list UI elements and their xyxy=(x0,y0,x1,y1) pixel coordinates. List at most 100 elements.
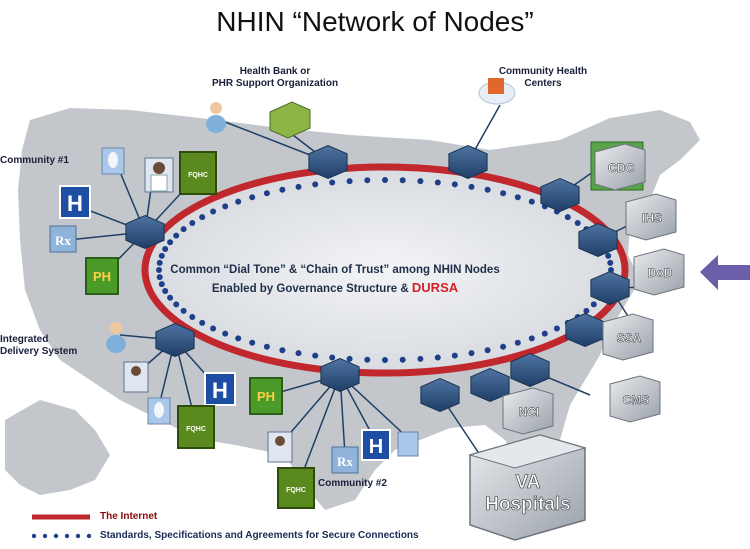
va-hospitals-building: VA Hospitals xyxy=(468,434,587,541)
secure-link-dot xyxy=(553,325,560,332)
agency-label: DoD xyxy=(648,266,673,280)
dursa-label: DURSA xyxy=(411,280,459,295)
legend-dot xyxy=(31,533,37,539)
person-icon xyxy=(106,335,126,353)
secure-link-dot xyxy=(528,335,535,342)
center-caption-line1: Common “Dial Tone” & “Chain of Trust” am… xyxy=(170,264,500,276)
secure-link-dot xyxy=(605,252,612,259)
legend-dot xyxy=(42,533,48,539)
secure-link-dot xyxy=(364,177,371,184)
secure-link-dot xyxy=(528,198,535,205)
hospital-icon-letter: H xyxy=(67,191,83,216)
fqhc-icon-label: FQHC xyxy=(186,426,206,433)
pharmacy-icon-label: PH xyxy=(257,389,275,404)
secure-link-dot xyxy=(417,178,424,185)
community2-icons: PH FQHC Rx H xyxy=(249,377,419,509)
doctor-icon-head xyxy=(131,366,141,376)
agency-label: IHS xyxy=(642,211,662,225)
center-caption-line2: Enabled by Governance Structure & DURSA xyxy=(160,279,510,298)
hospital-icon xyxy=(361,429,391,461)
secure-link-dot xyxy=(210,208,217,215)
xray-icon-bone xyxy=(108,152,118,168)
hospital-icon xyxy=(204,372,236,406)
hospital-icon-letter: H xyxy=(369,436,383,458)
secure-link-dot xyxy=(514,339,521,346)
legend-dot xyxy=(64,533,70,539)
top-icons xyxy=(206,78,516,139)
secure-link-dot xyxy=(564,214,571,221)
secure-link-dot xyxy=(279,186,286,193)
ids-icons: H FQHC xyxy=(106,322,236,449)
secure-link-dot xyxy=(399,356,406,363)
secure-link-dot xyxy=(382,177,388,183)
secure-link-dot xyxy=(500,190,507,197)
secure-link-dot xyxy=(364,356,371,363)
secure-link-dot xyxy=(574,220,581,226)
agency-building-cms: CMS xyxy=(609,375,661,423)
secure-link-dot xyxy=(295,350,302,357)
agency-building-cdc: CDC xyxy=(590,141,646,191)
nhin-node-hexagon xyxy=(578,222,618,258)
alaska-shape xyxy=(5,400,110,495)
fqhc-icon-label: FQHC xyxy=(188,172,208,179)
pharmacy-icon xyxy=(85,257,119,295)
agency-buildings: CDC IHS DoD SSA CMS NCI xyxy=(502,141,685,435)
secure-link-dot xyxy=(173,232,180,239)
rx-icon xyxy=(49,225,77,253)
fqhc-icon xyxy=(177,405,215,449)
legend-standards-dots xyxy=(31,533,92,539)
secure-link-dot xyxy=(158,252,165,259)
pharmacy-icon-label: PH xyxy=(93,269,111,284)
community1-label: Community #1 xyxy=(0,155,69,166)
nhin-node-hexagon xyxy=(320,357,360,393)
secure-link-dot xyxy=(434,354,441,361)
secure-link-dot xyxy=(279,347,286,354)
secure-link-dot xyxy=(468,183,475,190)
va-label-line2: Hospitals xyxy=(485,494,571,515)
doctor-icon-head xyxy=(153,162,165,174)
secure-link-dot xyxy=(382,357,388,363)
nhin-node-hexagon xyxy=(540,177,580,213)
doctor-icon-head xyxy=(275,436,285,446)
agency-building-ssa: SSA xyxy=(602,313,654,361)
clinic-building-icon xyxy=(488,78,504,94)
secure-link-dot xyxy=(249,339,256,346)
person-icon-head xyxy=(210,102,222,114)
center-caption-line2-text: Enabled by Governance Structure & xyxy=(211,283,409,295)
secure-link-dot xyxy=(158,281,165,288)
rx-icon xyxy=(331,446,359,474)
agency-label: NCI xyxy=(519,405,540,419)
agency-building-nci: NCI xyxy=(502,387,554,435)
secure-link-dot xyxy=(399,177,406,184)
nhin-nodes xyxy=(125,144,630,413)
health-bank-label: Health Bank or PHR Support Organization xyxy=(211,66,339,89)
nhin-node-hexagon xyxy=(155,322,195,358)
secure-link-dot xyxy=(451,352,458,359)
secure-link-dot xyxy=(346,178,353,185)
secure-link-dot xyxy=(156,267,162,273)
secure-link-dot xyxy=(434,179,441,186)
secure-link-dot xyxy=(156,259,163,266)
agency-label: CMS xyxy=(623,393,650,407)
fqhc-icon xyxy=(179,151,217,195)
va-label-line1: VA xyxy=(516,472,541,493)
secure-link-dot xyxy=(295,183,302,190)
community1-icons: H FQHC Rx PH xyxy=(49,147,217,295)
secure-link-dot xyxy=(312,181,319,188)
nhin-node-hexagon xyxy=(308,144,348,180)
secure-link-dot xyxy=(189,314,196,320)
secure-link-dot xyxy=(167,294,174,301)
secure-link-dot xyxy=(417,355,424,362)
secure-link-dot xyxy=(329,179,336,186)
legend-dot xyxy=(75,533,81,539)
nhin-node-hexagon xyxy=(125,214,165,250)
secure-link-dot xyxy=(514,194,521,201)
legend-standards-label: Standards, Specifications and Agreements… xyxy=(100,530,419,541)
secure-link-dot xyxy=(346,355,353,362)
xray-icon-bone xyxy=(154,402,164,418)
agency-building-dod: DoD xyxy=(633,248,685,296)
nhin-node-hexagon xyxy=(420,377,460,413)
secure-link-dot xyxy=(222,203,229,210)
legend-dot xyxy=(53,533,59,539)
secure-link-dot xyxy=(249,194,256,201)
